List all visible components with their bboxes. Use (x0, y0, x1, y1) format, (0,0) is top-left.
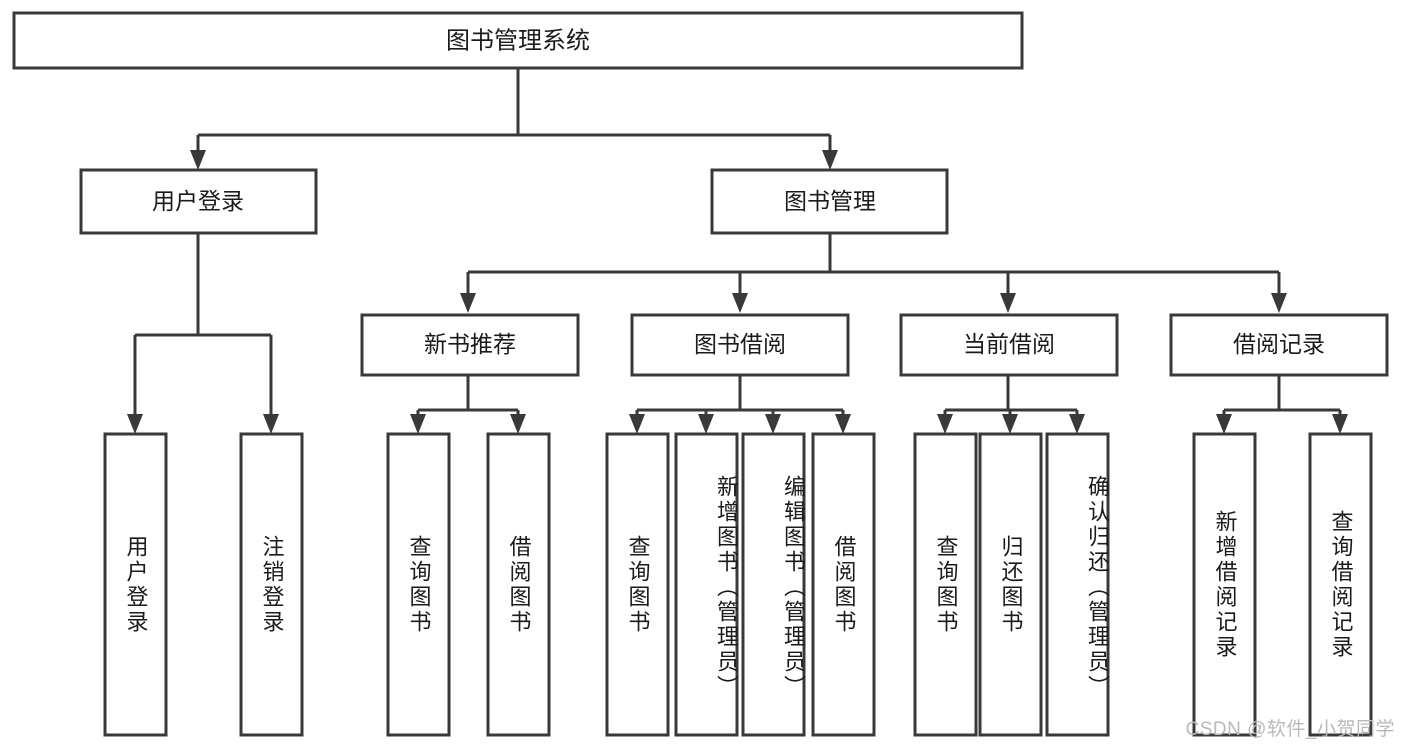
arrow-to-leaf-user-login (127, 414, 143, 434)
node-user-login-box[interactable] (79, 168, 318, 235)
connector-layer (127, 68, 1348, 434)
leaf-box-query-record[interactable] (1308, 432, 1373, 737)
arrow-to-leaf-query-book-3 (937, 414, 953, 434)
arrow-to-leaf-confirm-return (1069, 414, 1085, 434)
csdn-watermark: CSDN @软件_小贺同学 (1185, 719, 1395, 740)
node-book-manage-box[interactable] (710, 168, 949, 235)
node-borrow-record-box[interactable] (1169, 313, 1389, 377)
node-new-book-rec-label: 新书推荐 (424, 331, 516, 357)
arrow-to-leaf-add-book (698, 414, 714, 434)
arrow-to-leaf-borrow-book-1 (510, 414, 526, 434)
leaf-box-add-book[interactable] (674, 432, 739, 737)
arrow-to-book-manage (822, 150, 838, 170)
node-root-label: 图书管理系统 (446, 27, 590, 54)
arrow-to-current-borrow (1000, 293, 1016, 313)
leaf-box-return-book[interactable] (978, 432, 1043, 737)
node-current-borrow-box[interactable] (899, 313, 1119, 377)
node-borrow-record[interactable]: 借阅记录 (1169, 313, 1389, 377)
leaf-box-user-login[interactable] (103, 432, 168, 737)
leaf-box-query-book-1[interactable] (386, 432, 451, 737)
node-root-box[interactable] (12, 11, 1024, 70)
node-book-manage[interactable]: 图书管理 (710, 168, 949, 235)
node-book-manage-label: 图书管理 (784, 188, 876, 214)
arrow-to-leaf-borrow-book-2 (835, 414, 851, 434)
node-current-borrow[interactable]: 当前借阅 (899, 313, 1119, 377)
arrow-to-user-login (190, 150, 206, 170)
arrow-to-leaf-query-record (1332, 414, 1348, 434)
leaf-box-logout[interactable] (239, 432, 304, 737)
node-book-borrow-label: 图书借阅 (694, 331, 786, 357)
leaf-box-query-book-3[interactable] (913, 432, 978, 737)
arrow-to-leaf-query-book-2 (629, 414, 645, 434)
node-borrow-record-label: 借阅记录 (1233, 331, 1325, 357)
arrow-to-leaf-query-book-1 (410, 414, 426, 434)
arrow-to-leaf-edit-book (765, 414, 781, 434)
node-user-login[interactable]: 用户登录 (79, 168, 318, 235)
node-new-book-rec[interactable]: 新书推荐 (360, 313, 580, 377)
leaf-box-borrow-book-2[interactable] (811, 432, 876, 737)
node-book-borrow-box[interactable] (630, 313, 850, 377)
node-user-login-label: 用户登录 (152, 188, 244, 214)
leaf-box-borrow-book-1[interactable] (486, 432, 551, 737)
leaf-box-add-record[interactable] (1192, 432, 1257, 737)
leaf-box-query-book-2[interactable] (605, 432, 670, 737)
arrow-to-leaf-logout (263, 414, 279, 434)
node-book-borrow[interactable]: 图书借阅 (630, 313, 850, 377)
leaf-box-edit-book[interactable] (741, 432, 806, 737)
arrow-to-book-borrow (732, 293, 748, 313)
node-root[interactable]: 图书管理系统 (12, 11, 1024, 70)
arrow-to-leaf-add-record (1216, 414, 1232, 434)
node-new-book-rec-box[interactable] (360, 313, 580, 377)
node-current-borrow-label: 当前借阅 (963, 331, 1055, 357)
leaf-box-confirm-return[interactable] (1045, 432, 1110, 737)
arrow-to-borrow-record (1271, 293, 1287, 313)
arrow-to-leaf-return-book (1002, 414, 1018, 434)
arrow-to-new-book-rec (460, 293, 476, 313)
